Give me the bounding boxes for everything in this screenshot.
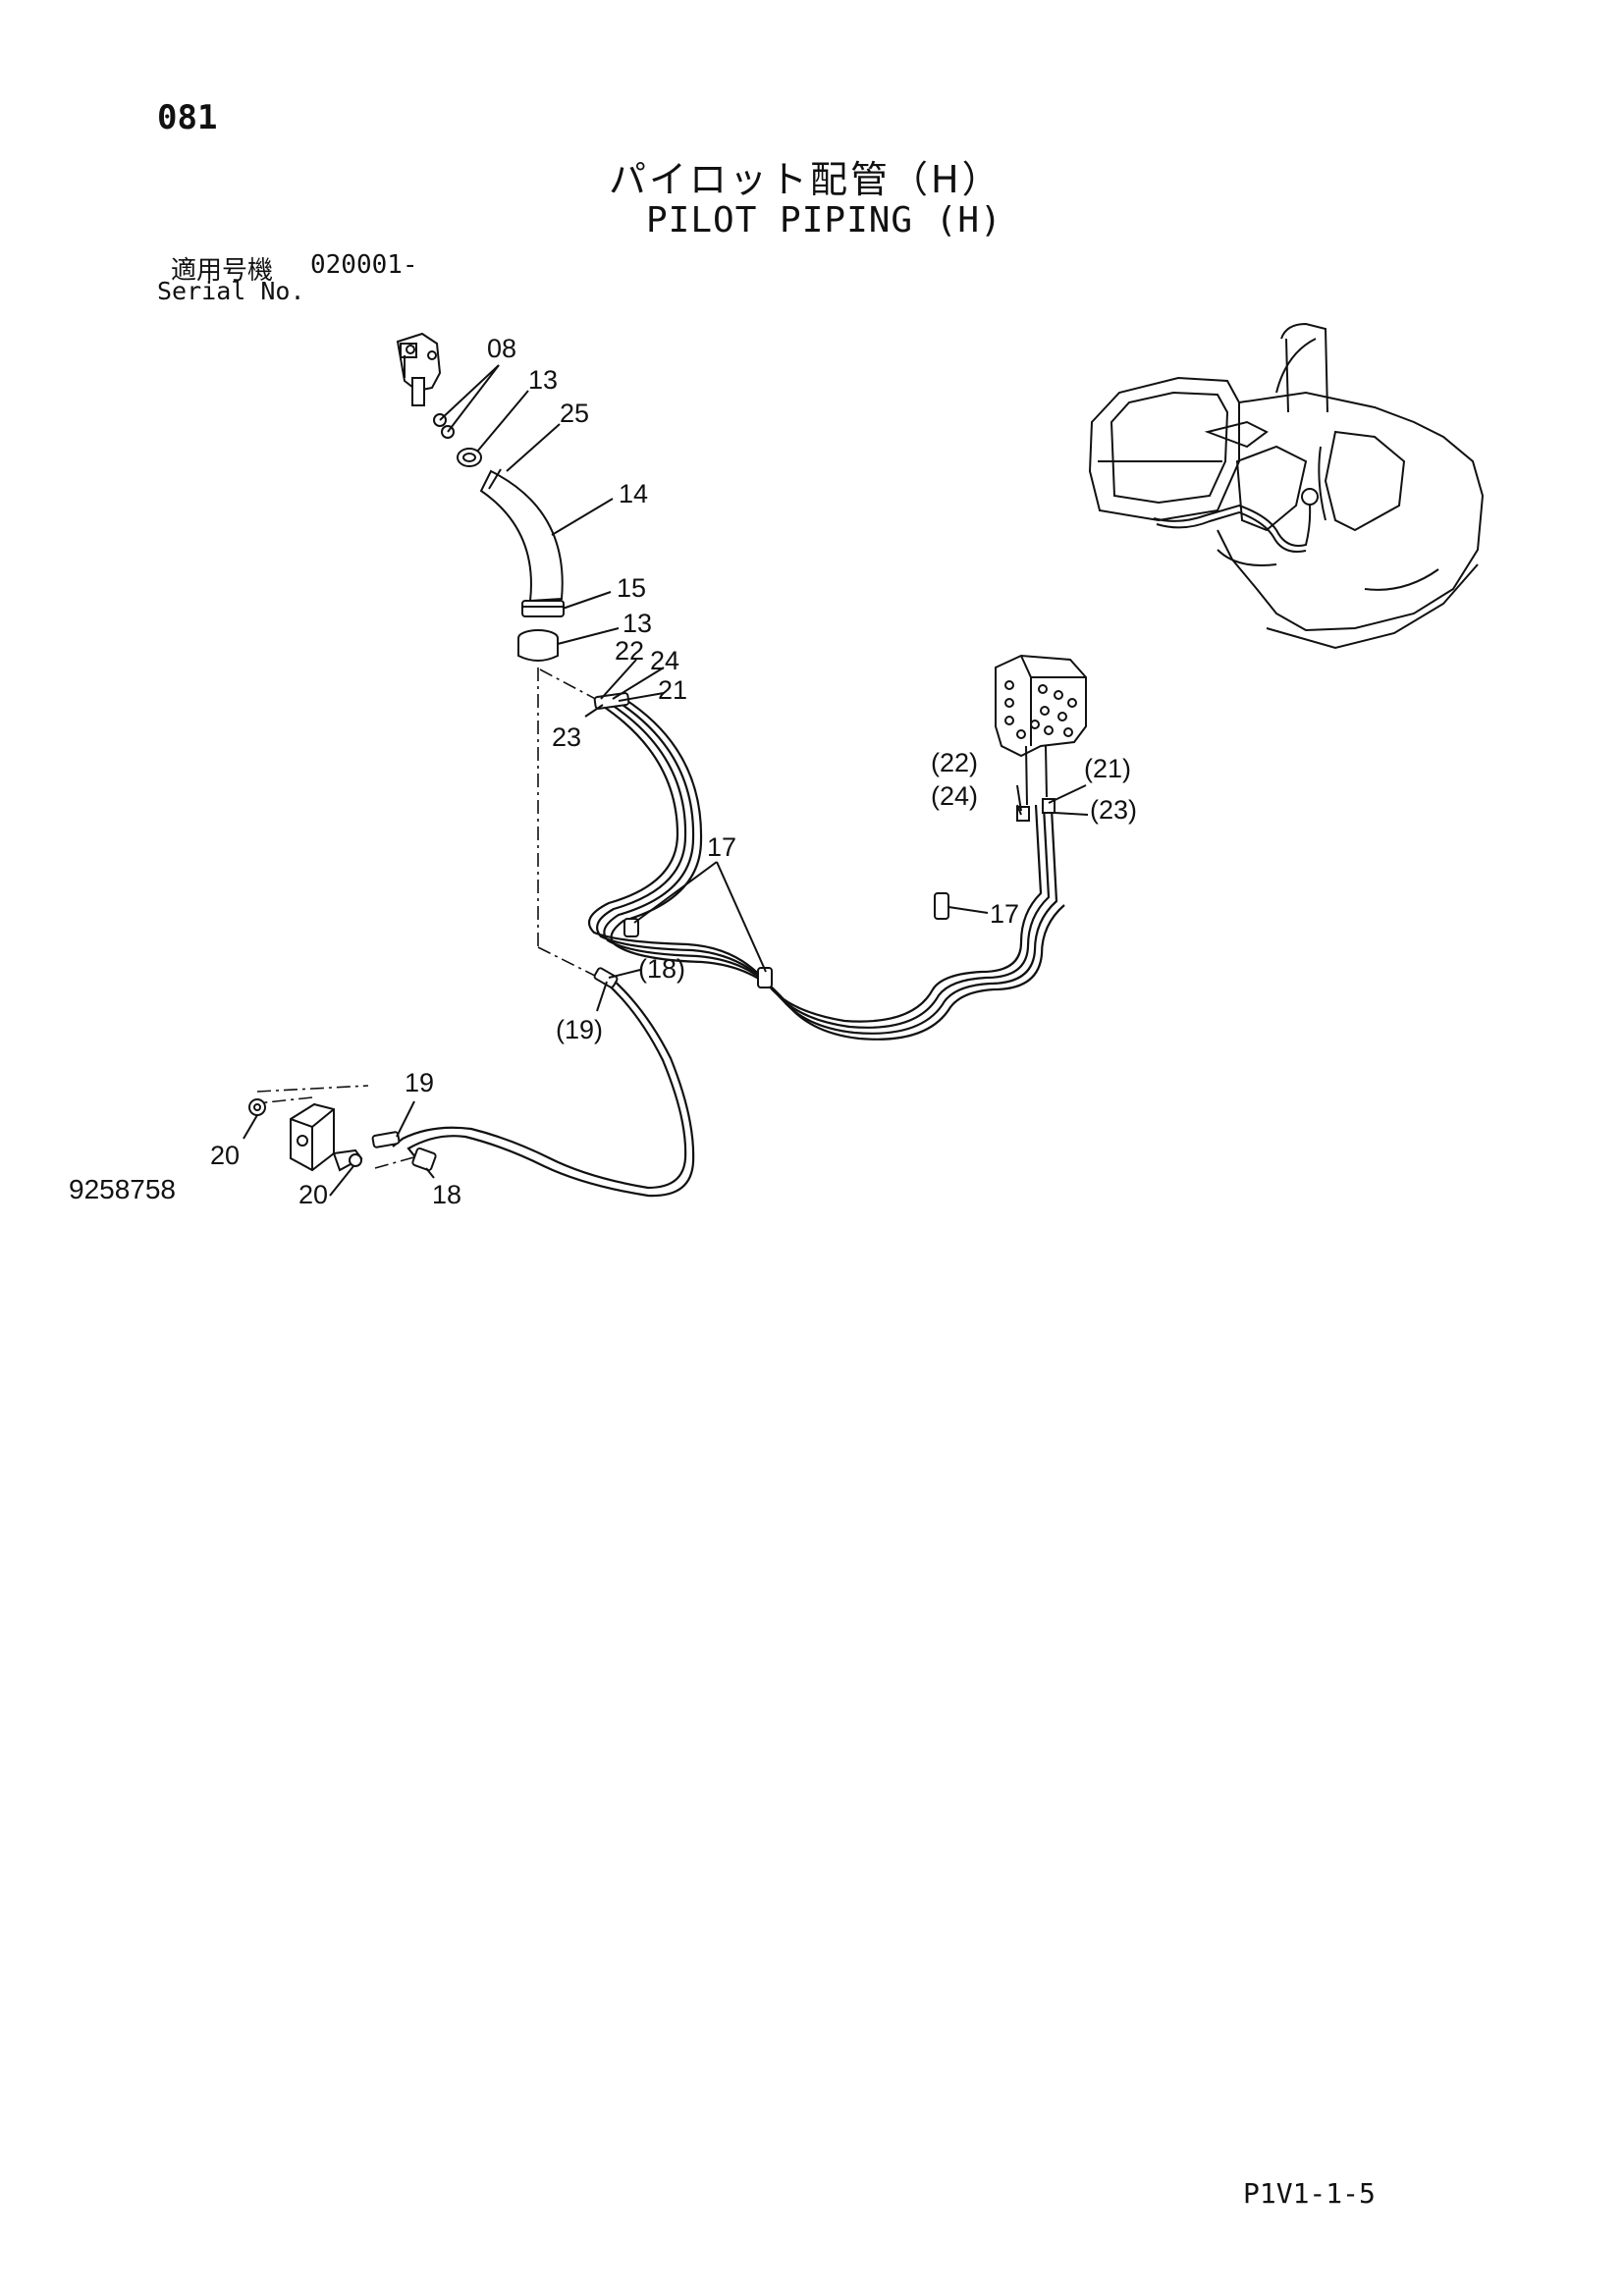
seal-ring-upper (457, 448, 482, 467)
seal-ring-lower (517, 629, 559, 662)
pilot-valve-assembly (396, 332, 455, 439)
control-valve (995, 654, 1087, 806)
upper-hose-bundle (587, 692, 1065, 1041)
callout-20-left: 20 (210, 1141, 240, 1170)
callout-25: 25 (560, 399, 589, 428)
callout-08: 08 (487, 334, 516, 363)
page-code: P1V1-1-5 (1243, 2177, 1376, 2210)
callout-13-upper: 13 (528, 365, 558, 395)
callout-24: 24 (650, 646, 679, 675)
page-title-japanese: パイロット配管（H） (609, 158, 1002, 201)
protective-boot (479, 468, 565, 617)
leader-lines (243, 364, 1089, 1197)
callout-13-lower: 13 (623, 609, 652, 638)
clamp-17-right (934, 892, 949, 920)
valve-block (248, 1098, 363, 1172)
callout-19-ref: (19) (556, 1015, 603, 1044)
callout-19: 19 (405, 1068, 434, 1097)
illustration-reference-number: 9258758 (69, 1174, 177, 1204)
serial-number-value: 020001- (310, 250, 418, 280)
callout-15: 15 (617, 573, 646, 603)
callout-labels: 08 13 25 14 15 13 22 24 21 23 17 17 (22)… (210, 334, 1137, 1209)
page-title-english: PILOT PIPING (H) (646, 200, 1002, 240)
serial-label-english: Serial No. (157, 277, 305, 305)
callout-21-ref: (21) (1084, 754, 1131, 783)
page-number: 081 (157, 98, 218, 137)
callout-24-ref: (24) (931, 781, 978, 811)
serial-label-japanese: 適用号機 (171, 256, 274, 286)
callout-23: 23 (552, 722, 581, 752)
excavator-overview-illustration (1088, 322, 1485, 650)
callout-22: 22 (615, 636, 644, 666)
callout-17-right: 17 (990, 899, 1019, 929)
callout-18-ref: (18) (638, 954, 685, 984)
lower-hose-pair (371, 967, 695, 1198)
callout-21: 21 (658, 675, 687, 705)
callout-14: 14 (619, 479, 648, 508)
callout-17-upper: 17 (707, 832, 736, 862)
callout-20-bottom: 20 (298, 1180, 328, 1209)
callout-18: 18 (432, 1180, 461, 1209)
callout-23-ref: (23) (1090, 795, 1137, 825)
callout-22-ref: (22) (931, 748, 978, 777)
